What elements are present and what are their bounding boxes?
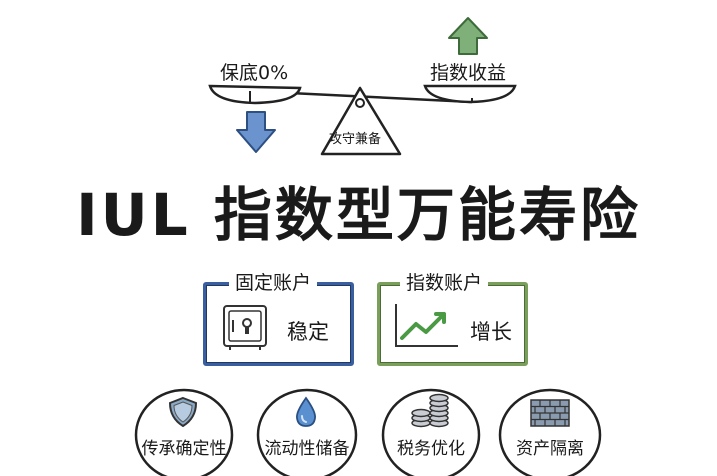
coin-stack-icon — [411, 393, 449, 428]
feature-label-isolation: 资产隔离 — [516, 439, 584, 459]
feature-circle-liquidity — [256, 388, 358, 476]
feature-label-inheritance: 传承确定性 — [141, 439, 227, 459]
feature-label-tax: 税务优化 — [397, 439, 465, 459]
balance-scale-illustration — [208, 17, 517, 156]
scale-left-label: 保底0% — [220, 62, 289, 84]
feature-label-liquidity: 流动性储备 — [264, 439, 350, 459]
down-arrow-icon — [236, 111, 276, 153]
index-account-title: 指数账户 — [400, 268, 489, 295]
feature-circle-isolation — [498, 388, 602, 476]
growth-chart-icon — [395, 304, 458, 347]
water-drop-icon — [296, 396, 316, 427]
scale-center-label: 攻守兼备 — [329, 132, 382, 147]
scale-right-pan — [423, 84, 517, 104]
scale-right-label: 指数收益 — [430, 62, 507, 84]
feature-circle-inheritance — [134, 388, 234, 476]
fixed-account-title: 固定账户 — [229, 268, 318, 295]
scale-left-pan — [208, 84, 302, 105]
index-account-text: 增长 — [470, 320, 512, 344]
scale-fulcrum — [320, 86, 402, 156]
brick-wall-icon — [530, 399, 570, 427]
up-arrow-icon — [448, 17, 488, 55]
page-title: IUL 指数型万能寿险 — [76, 181, 641, 249]
fixed-account-text: 稳定 — [287, 320, 329, 344]
safe-icon — [223, 305, 267, 350]
shield-icon — [168, 396, 198, 428]
feature-circle-tax — [381, 388, 481, 476]
